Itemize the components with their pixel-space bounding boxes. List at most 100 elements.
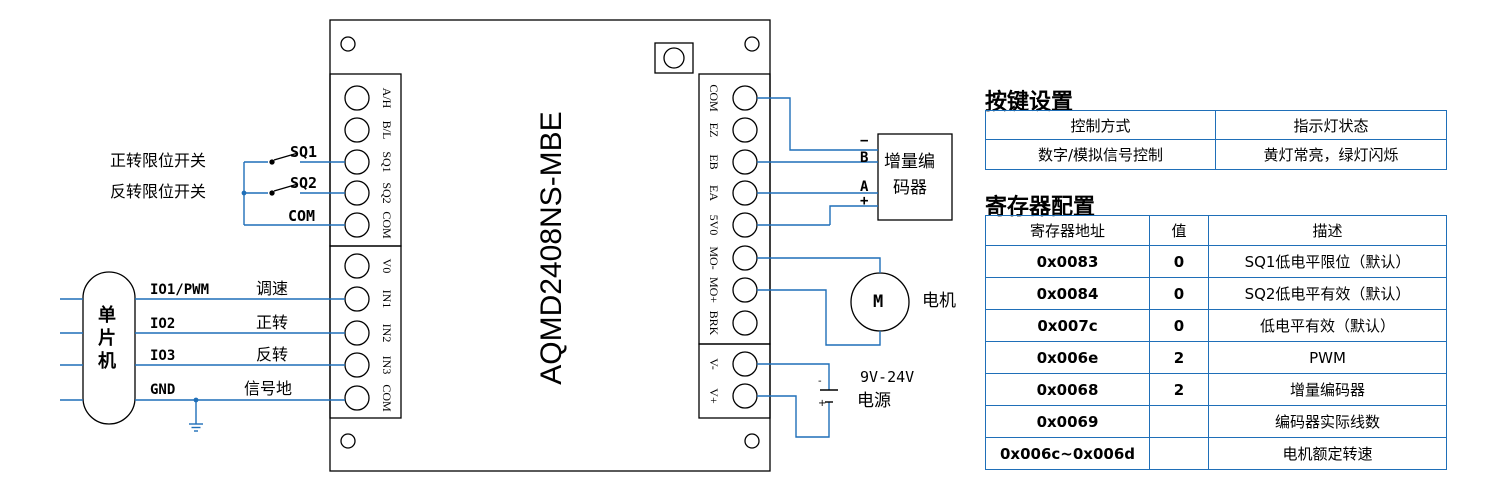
register-value: 0 xyxy=(1149,309,1209,342)
register-value: 0 xyxy=(1149,277,1209,310)
register-description: SQ2低电平有效（默认） xyxy=(1208,277,1447,310)
ground-symbol xyxy=(189,397,203,432)
switch-contacts xyxy=(241,152,299,196)
mcu-pin-label: IO3 xyxy=(150,348,176,364)
register-row: 0x006c~0x006d 电机额定转速 xyxy=(985,437,1447,470)
terminal-screw xyxy=(344,385,370,411)
power-label: 电源 xyxy=(857,391,891,411)
encoder-wires xyxy=(757,97,878,226)
battery-symbol xyxy=(820,389,838,403)
terminal-screw xyxy=(732,212,758,238)
register-description: PWM xyxy=(1208,341,1447,374)
terminal-screw xyxy=(344,253,370,279)
terminal-screw xyxy=(344,352,370,378)
key-settings-cell: 黄灯常亮，绿灯闪烁 xyxy=(1215,139,1447,170)
key-settings-header: 指示灯状态 xyxy=(1215,110,1447,140)
motor-label: 电机 xyxy=(922,291,956,311)
terminal-screw xyxy=(732,245,758,271)
power-wires xyxy=(757,363,830,438)
register-description: 增量编码器 xyxy=(1208,373,1447,406)
terminal-screw xyxy=(732,277,758,303)
register-description: 电机额定转速 xyxy=(1208,437,1447,470)
sq1-switch-label: SQ1 xyxy=(290,143,318,161)
mcu-body xyxy=(82,271,136,425)
com-wire-label: COM xyxy=(288,207,316,225)
terminal-screw xyxy=(344,320,370,346)
encoder-pin-a: A xyxy=(860,179,869,195)
button-outer xyxy=(654,42,694,74)
motor-symbol: M xyxy=(873,292,884,312)
register-address: 0x0069 xyxy=(985,405,1150,438)
mcu-pin-function: 调速 xyxy=(256,279,289,298)
register-row: 0x0084 0 SQ2低电平有效（默认） xyxy=(985,277,1447,310)
mcu-pin-label: GND xyxy=(150,382,176,398)
register-value: 0 xyxy=(1149,245,1209,278)
register-config-table: 寄存器地址 值 描述 0x0083 0 SQ1低电平限位（默认） 0x0084 … xyxy=(985,215,1447,470)
register-description: 低电平有效（默认） xyxy=(1208,309,1447,342)
mcu-label-char-1: 单 xyxy=(98,305,116,326)
battery-minus-mark: - xyxy=(818,376,822,387)
encoder-label-line2: 码器 xyxy=(893,178,927,198)
terminal-screw xyxy=(344,117,370,143)
mcu-pin-function: 正转 xyxy=(256,313,289,332)
terminal-label: COM xyxy=(380,384,394,412)
mcu-pin-label: IO2 xyxy=(150,316,176,332)
terminal-screw xyxy=(344,286,370,312)
terminal-screw xyxy=(344,180,370,206)
register-description: SQ1低电平限位（默认） xyxy=(1208,245,1447,278)
register-address: 0x0068 xyxy=(985,373,1150,406)
terminal-screw xyxy=(344,85,370,111)
board-model-title: AQMD2408NS-MBE xyxy=(535,111,568,385)
terminal-screw xyxy=(732,85,758,111)
register-address: 0x006c~0x006d xyxy=(985,437,1150,470)
terminal-label: V+ xyxy=(707,388,721,404)
mount-hole-tr xyxy=(744,36,760,52)
terminal-screw xyxy=(732,383,758,409)
register-header: 寄存器地址 xyxy=(985,215,1150,246)
terminal-screw xyxy=(732,117,758,143)
register-value xyxy=(1149,405,1209,438)
terminal-screw xyxy=(344,212,370,238)
key-settings-cell: 数字/模拟信号控制 xyxy=(985,139,1216,170)
key-settings-header: 控制方式 xyxy=(985,110,1216,140)
register-address: 0x0083 xyxy=(985,245,1150,278)
terminal-screw xyxy=(732,351,758,377)
register-row: 0x0068 2 增量编码器 xyxy=(985,373,1447,406)
register-description: 编码器实际线数 xyxy=(1208,405,1447,438)
mount-hole-br xyxy=(744,433,760,449)
register-value: 2 xyxy=(1149,341,1209,374)
button-inner xyxy=(663,47,685,69)
encoder-pin-b: B xyxy=(860,150,869,166)
terminal-screw xyxy=(732,310,758,336)
terminal-screw xyxy=(344,149,370,175)
power-voltage-label: 9V-24V xyxy=(860,368,915,386)
terminal-label: BRK xyxy=(707,310,721,336)
register-row: 0x007c 0 低电平有效（默认） xyxy=(985,309,1447,342)
motor-wires xyxy=(757,257,881,346)
register-row: 0x006e 2 PWM xyxy=(985,341,1447,374)
register-header: 值 xyxy=(1149,215,1209,246)
register-row: 0x0083 0 SQ1低电平限位（默认） xyxy=(985,245,1447,278)
mcu-pin-label: IO1/PWM xyxy=(150,282,210,298)
encoder-pin-minus: − xyxy=(860,133,869,149)
register-value: 2 xyxy=(1149,373,1209,406)
mcu-pin-function: 反转 xyxy=(256,345,289,364)
register-address: 0x006e xyxy=(985,341,1150,374)
terminal-screw xyxy=(732,149,758,175)
mcu-wires xyxy=(60,298,345,424)
encoder-box xyxy=(877,133,953,221)
encoder-pin-plus: + xyxy=(860,193,869,209)
mcu-label-char-3: 机 xyxy=(98,351,116,372)
register-address: 0x007c xyxy=(985,309,1150,342)
mount-hole-bl xyxy=(340,433,356,449)
sq2-switch-label: SQ2 xyxy=(290,174,318,192)
battery-plus-mark: + xyxy=(818,398,827,409)
register-value xyxy=(1149,437,1209,470)
right-terminal-block-bottom xyxy=(698,343,771,419)
mcu-label-char-2: 片 xyxy=(98,328,116,349)
register-header: 描述 xyxy=(1208,215,1447,246)
forward-limit-switch-label: 正转限位开关 xyxy=(110,151,207,170)
terminal-label: COM xyxy=(380,211,394,239)
